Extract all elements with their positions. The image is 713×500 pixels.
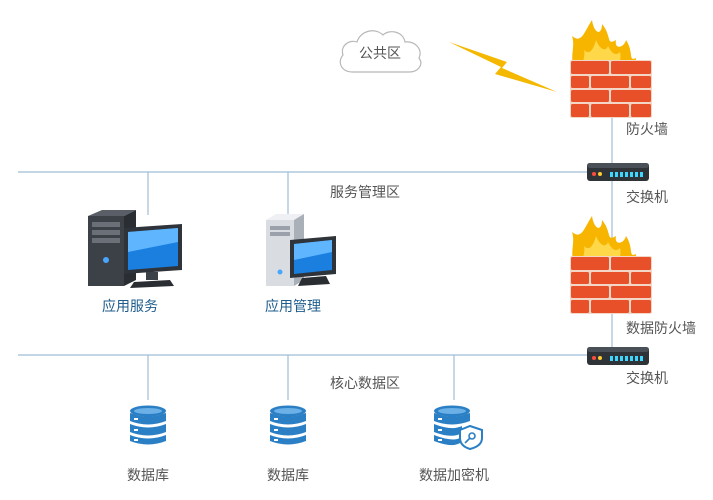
workstation-icon (266, 214, 336, 286)
firewall-label: 防火墙 (626, 122, 668, 138)
database-icon (130, 405, 166, 445)
zone-core-label: 核心数据区 (330, 376, 400, 392)
firewall-icon (570, 20, 652, 118)
app-service-label: 应用服务 (102, 299, 158, 315)
switch-icon (587, 163, 649, 181)
zone-service-label: 服务管理区 (330, 185, 400, 201)
app-manage-label: 应用管理 (265, 299, 321, 315)
server-monitor-icon (88, 210, 182, 288)
zone-public-label: 公共区 (359, 46, 401, 62)
database-icon (270, 405, 306, 445)
switch-top-label: 交换机 (626, 190, 668, 206)
encrypted-database-icon (434, 405, 483, 450)
db1-label: 数据库 (127, 468, 169, 484)
data-firewall-icon (570, 216, 652, 314)
data-firewall-label: 数据防火墙 (626, 321, 696, 337)
cloud-icon (339, 30, 422, 73)
switch-icon (587, 347, 649, 365)
switch-bottom-label: 交换机 (626, 371, 668, 387)
encryptor-label: 数据加密机 (419, 468, 489, 484)
db2-label: 数据库 (267, 468, 309, 484)
lightning-icon (449, 42, 557, 92)
